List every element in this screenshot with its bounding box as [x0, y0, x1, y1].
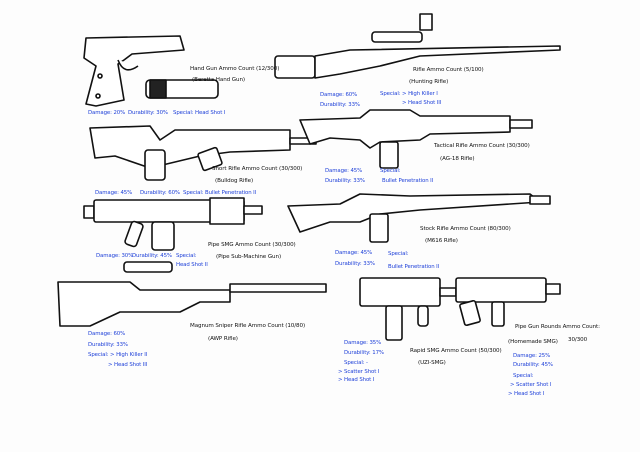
uzi-smg-drawing [359, 277, 457, 341]
uzi-special-2: > Scatter Shot I [338, 369, 380, 375]
sniper-special-2: > Head Shot III [108, 362, 148, 368]
homemade-smg-ammo-label: Pipe Gun Rounds Ammo Count: [515, 324, 600, 330]
pipe-smg-durability: Durability: 45% [132, 253, 172, 259]
handgun-drawing [83, 35, 219, 107]
short-rifle-damage: Damage: 45% [95, 190, 133, 196]
stock-rifle-durability: Durability: 33% [335, 261, 375, 267]
pipe-smg-model-label: (Pipe Sub-Machine Gun) [216, 254, 282, 260]
short-rifle-durability: Durability: 60% [140, 190, 180, 196]
homemade-smg-special-2: > Scatter Shot I [510, 382, 552, 388]
tactical-rifle-damage: Damage: 45% [325, 168, 363, 174]
tactical-rifle-drawing [299, 109, 533, 169]
sniper-rifle-drawing [57, 261, 327, 327]
pipe-smg-damage: Damage: 30% [96, 253, 134, 259]
stock-rifle-damage: Damage: 45% [335, 250, 373, 256]
hunting-rifle-damage: Damage: 60% [320, 92, 358, 98]
stock-rifle-special: Special: [388, 251, 409, 257]
handgun-damage: Damage: 20% [88, 110, 126, 116]
short-rifle-special: Special: Bullet Penetration II [183, 190, 257, 196]
sniper-damage: Damage: 60% [88, 331, 126, 337]
pipe-smg-special: Special: [176, 253, 197, 259]
tactical-rifle-model-label: (AG-18 Rifle) [440, 156, 475, 162]
short-rifle-model-label: (Bulldog Rifle) [215, 178, 254, 184]
sniper-model-label: (AWP Rifle) [208, 336, 238, 342]
hunting-rifle-ammo-label: Rifle Ammo Count (5/100) [413, 67, 484, 73]
tactical-rifle-ammo-label: Tactical Rifle Ammo Count (30/300) [434, 143, 530, 149]
uzi-damage: Damage: 35% [344, 340, 382, 346]
tactical-rifle-special: Special: [380, 168, 401, 174]
sniper-ammo-label: Magnum Sniper Rifle Ammo Count (10/80) [190, 323, 306, 329]
hunting-rifle-drawing [274, 13, 561, 79]
homemade-smg-durability: Durability: 45% [513, 362, 553, 368]
homemade-smg-damage: Damage: 25% [513, 353, 551, 359]
hunting-rifle-special-2: > Head Shot III [402, 100, 442, 106]
homemade-smg-special: Special: [513, 373, 534, 379]
uzi-durability: Durability: 17% [344, 350, 384, 356]
uzi-special-3: > Head Shot I [338, 377, 375, 383]
uzi-special: Special: - [344, 360, 368, 366]
homemade-smg-drawing [455, 277, 561, 327]
short-rifle-drawing [89, 125, 317, 181]
uzi-model-label: (UZI-SMG) [418, 360, 446, 366]
stock-rifle-model-label: (M616 Rifle) [425, 238, 458, 244]
handgun-durability: Durability: 30% [128, 110, 168, 116]
hunting-rifle-special: Special: > High Killer I [380, 91, 438, 97]
stock-rifle-ammo-label: Stock Rifle Ammo Count (80/300) [420, 226, 511, 232]
homemade-smg-ammo-count: 30/300 [568, 337, 588, 343]
handgun-model-label: (Beretta Hand Gun) [192, 77, 245, 83]
handgun-special: Special: Head Shot I [173, 110, 226, 116]
stock-rifle-special-2: Bullet Penetration II [388, 264, 440, 270]
hunting-rifle-durability: Durability: 33% [320, 102, 360, 108]
pipe-smg-ammo-label: Pipe SMG Ammo Count (30/300) [208, 242, 296, 248]
homemade-smg-special-3: > Head Shot I [508, 391, 545, 397]
sniper-durability: Durability: 33% [88, 342, 128, 348]
sniper-special: Special: > High Killer II [88, 352, 148, 358]
tactical-rifle-durability: Durability: 33% [325, 178, 365, 184]
handgun-ammo-label: Hand Gun Ammo Count (12/300) [190, 66, 280, 72]
pipe-smg-drawing [83, 197, 263, 251]
stock-rifle-drawing [287, 193, 551, 243]
pipe-smg-special-2: Head Shot II [176, 262, 208, 268]
tactical-rifle-special-2: Bullet Penetration II [382, 178, 434, 184]
homemade-smg-model-label: (Homemade SMG) [508, 339, 558, 345]
uzi-ammo-label: Rapid SMG Ammo Count (50/300) [410, 348, 502, 354]
hunting-rifle-model-label: (Hunting Rifle) [409, 79, 449, 85]
short-rifle-ammo-label: Short Rifle Ammo Count (30/300) [212, 166, 303, 172]
